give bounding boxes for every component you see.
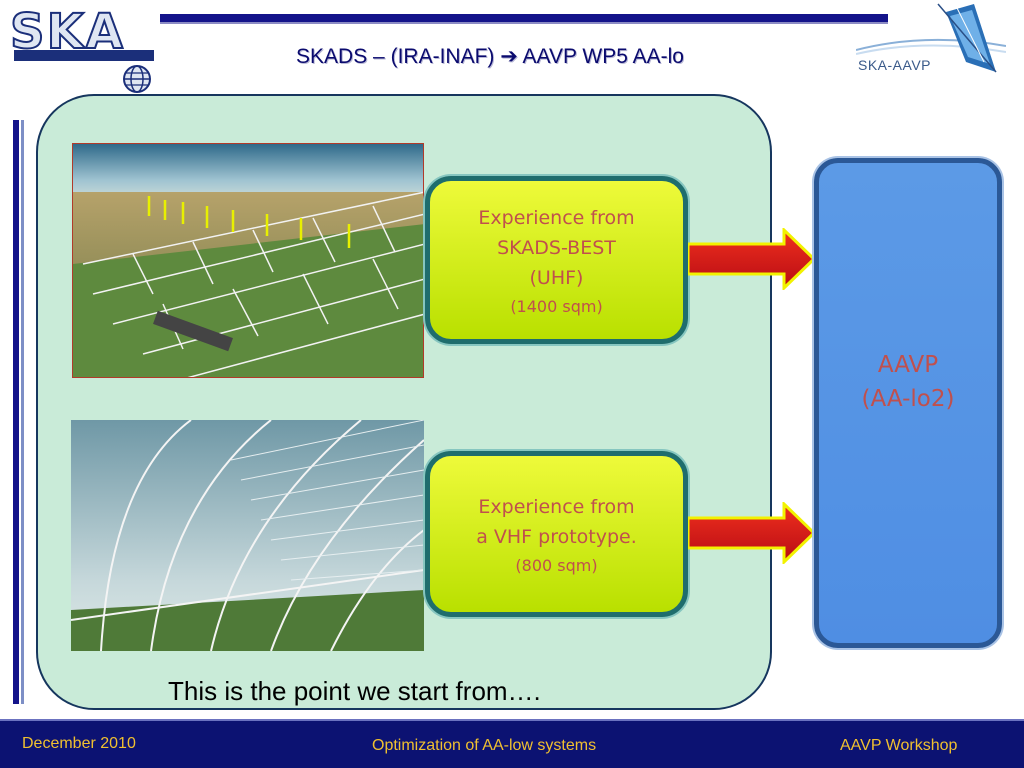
- uhf-box-line2: SKADS-BEST: [497, 237, 616, 259]
- left-rail-accent: [21, 120, 24, 704]
- satellite-dish-icon: [855, 3, 1007, 73]
- arrow-right-icon: [688, 228, 816, 290]
- vhf-box-line2: a VHF prototype.: [476, 526, 637, 548]
- arrow-right-icon: [688, 502, 816, 564]
- globe-icon: [123, 65, 151, 93]
- header-bar: [160, 14, 888, 22]
- ska-logo-bar: [14, 50, 154, 61]
- footer-topic: Optimization of AA-low systems: [372, 737, 597, 754]
- vhf-experience-box: Experience from a VHF prototype. (800 sq…: [425, 451, 688, 617]
- ska-logo-text: SKA: [9, 4, 125, 60]
- vhf-box-line3: (800 sqm): [515, 556, 598, 575]
- footer-date: December 2010: [22, 735, 136, 752]
- left-rail: [13, 120, 19, 704]
- footer-bar: [0, 719, 1024, 768]
- aavp-target-box: AAVP (AA-lo2): [814, 158, 1002, 648]
- ska-aavp-logo: SKA-AAVP: [855, 2, 1007, 84]
- uhf-box-line1: Experience from: [478, 207, 635, 229]
- uhf-experience-box: Experience from SKADS-BEST (UHF) (1400 s…: [425, 176, 688, 344]
- ska-aavp-logo-text: SKA-AAVP: [858, 57, 931, 73]
- aavp-box-line1: AAVP: [877, 352, 939, 378]
- vhf-antenna-photo: [71, 420, 424, 651]
- vhf-box-line1: Experience from: [478, 496, 635, 518]
- ska-logo: SKA: [9, 4, 156, 93]
- slide-title: SKADS – (IRA-INAF) ➔ AAVP WP5 AA-lo: [296, 45, 684, 68]
- starting-point-caption: This is the point we start from….: [168, 676, 541, 706]
- uhf-box-line3: (UHF): [529, 267, 584, 289]
- footer-event: AAVP Workshop: [840, 737, 958, 754]
- uhf-antenna-photo: [72, 143, 424, 378]
- uhf-box-line4: (1400 sqm): [510, 297, 603, 316]
- aavp-box-line2: (AA-lo2): [861, 386, 955, 412]
